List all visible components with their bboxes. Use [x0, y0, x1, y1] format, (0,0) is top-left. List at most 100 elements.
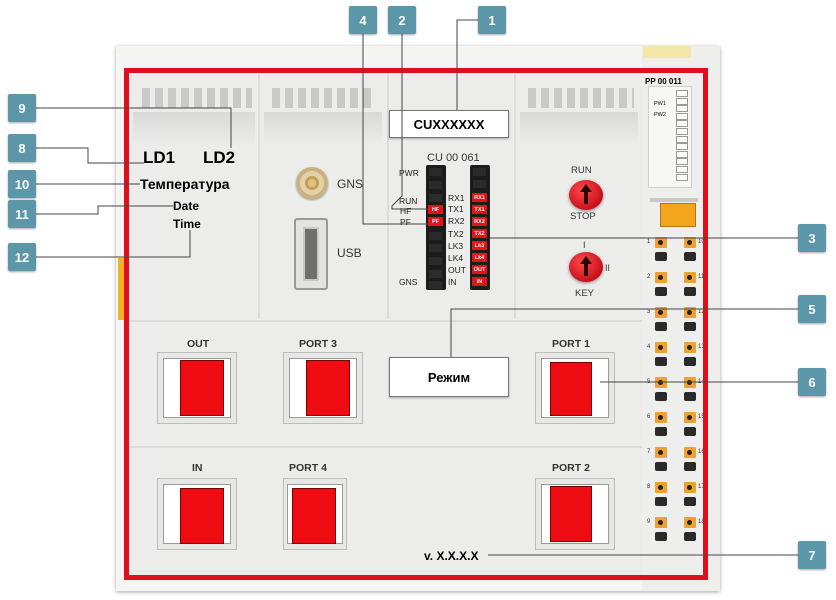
led-indicator	[429, 168, 442, 176]
port-4[interactable]	[292, 488, 336, 544]
port-1[interactable]	[550, 362, 592, 416]
section-divider	[258, 73, 260, 319]
led-label-mid: LK3	[448, 241, 464, 251]
callout-badge-1: 1	[478, 6, 506, 34]
side-indicator-led	[676, 143, 688, 151]
callout-line-12	[36, 230, 191, 258]
callout-badge-7: 7	[798, 541, 826, 569]
terminal-number: 1	[647, 239, 651, 245]
side-indicator-led	[676, 97, 688, 105]
led-label-mid: IN	[448, 277, 457, 287]
callout-badge-12: 12	[8, 243, 36, 271]
side-indicator-led	[676, 128, 688, 135]
terminal-number: 13	[698, 344, 705, 350]
terminal-screw	[684, 342, 696, 353]
stop-label: STOP	[570, 211, 596, 222]
terminal-number: 18	[698, 519, 705, 525]
terminal-number: 10	[698, 239, 705, 245]
terminal-hole	[684, 252, 696, 261]
display-date: Date	[173, 199, 200, 213]
terminal-screw	[684, 517, 696, 528]
port-2[interactable]	[550, 486, 592, 542]
terminal-hole	[684, 532, 696, 541]
callout-line-5	[450, 308, 798, 357]
terminal-number: 4	[647, 344, 651, 350]
terminal-hole	[655, 497, 667, 506]
usb-port-inner	[303, 227, 319, 281]
display-time: Time	[173, 217, 201, 231]
terminal-screw	[684, 237, 696, 248]
led-label-left: HF	[400, 206, 412, 216]
callout-badge-4: 4	[349, 6, 377, 34]
terminal-hole	[655, 532, 667, 541]
section-divider	[129, 320, 642, 322]
callout-badge-3: 3	[798, 224, 826, 252]
led-indicator-hf: HF	[428, 205, 443, 214]
side-indicator-led	[676, 173, 688, 181]
led-indicator-rx1: RX1	[472, 193, 487, 202]
highlight-frame	[124, 68, 708, 580]
terminal-screw	[655, 342, 667, 353]
terminal-number: 8	[647, 484, 651, 490]
terminal-number: 17	[698, 484, 705, 490]
display-temperature: Температура	[140, 176, 230, 192]
port-2-label: PORT 2	[552, 462, 590, 474]
callout-badge-5: 5	[798, 295, 826, 323]
terminal-hole	[655, 322, 667, 331]
led-label-left: RUN	[399, 196, 418, 206]
callout-line-1	[456, 19, 478, 110]
led-indicator-in: IN	[472, 277, 487, 286]
terminal-hole	[684, 392, 696, 401]
side-indicator-led	[676, 150, 688, 158]
terminal-screw	[655, 447, 667, 458]
callout-line-2	[391, 34, 428, 210]
terminal-number: 6	[647, 414, 651, 420]
usb-label: USB	[337, 246, 362, 260]
side-indicator-led	[676, 158, 688, 166]
mode-box: Режим	[389, 357, 509, 397]
led-indicator	[429, 257, 442, 265]
terminal-hole	[655, 252, 667, 261]
terminal-hole	[684, 357, 696, 366]
terminal-number: 7	[647, 449, 651, 455]
led-label-mid: TX2	[448, 229, 464, 239]
version-label: v. X.X.X.X	[424, 549, 479, 563]
led-indicator-tx1: TX1	[472, 205, 487, 214]
terminal-screw	[684, 447, 696, 458]
terminal-number: 16	[698, 449, 705, 455]
callout-badge-9: 9	[8, 94, 36, 122]
terminal-hole	[655, 427, 667, 436]
side-pw2-label: PW2	[654, 112, 666, 118]
gns-antenna-connector[interactable]	[296, 167, 328, 199]
terminal-number: 12	[698, 309, 705, 315]
side-indicator-led	[676, 166, 688, 173]
led-indicator	[429, 270, 442, 278]
callout-badge-8: 8	[8, 134, 36, 162]
terminal-hole	[684, 287, 696, 296]
callout-badge-6: 6	[798, 368, 826, 396]
callout-badge-10: 10	[8, 170, 36, 198]
terminal-screw	[655, 412, 667, 423]
side-indicator-led	[676, 135, 688, 143]
port-out[interactable]	[180, 360, 224, 416]
side-indicator-led	[676, 90, 688, 97]
left-latch	[118, 258, 127, 320]
port-3[interactable]	[306, 360, 350, 416]
port-4-label: PORT 4	[289, 462, 327, 474]
terminal-number: 2	[647, 274, 651, 280]
vent-shade	[133, 112, 255, 146]
vent-grille	[272, 88, 376, 108]
led-indicator-lk3: Lk3	[472, 241, 487, 250]
vent-shade	[520, 112, 638, 146]
port-in[interactable]	[180, 488, 224, 544]
side-release-latch-base	[650, 198, 698, 202]
led-indicator-lk4: Lk4	[472, 253, 487, 262]
terminal-screw	[655, 307, 667, 318]
terminal-number: 3	[647, 309, 651, 315]
terminal-screw	[684, 272, 696, 283]
side-module-top-clip	[643, 46, 691, 58]
led-indicator-out: OUT	[472, 265, 487, 274]
callout-line-4	[362, 34, 428, 225]
side-release-latch[interactable]	[660, 203, 696, 227]
